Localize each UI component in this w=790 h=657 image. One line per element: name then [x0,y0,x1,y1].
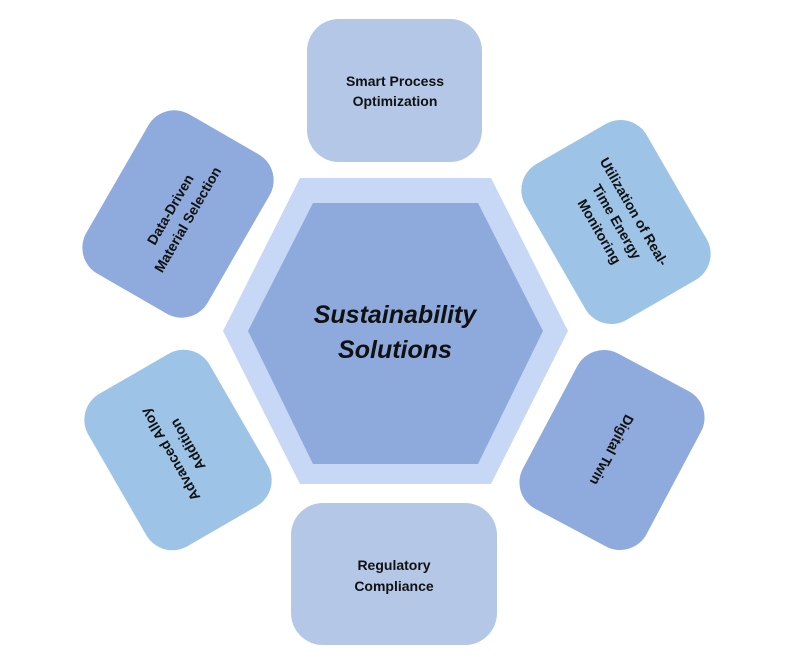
box-advanced-alloy-addition: Advanced Alloy Addition [84,349,272,551]
box-real-time-energy-monitoring: Utilization of Real- Time Energy Monitor… [521,120,711,324]
box-regulatory-compliance-line1: Regulatory [357,557,430,573]
box-smart-process-optimization-shape [307,19,482,162]
center-title-line1: Sustainability [314,301,478,329]
box-data-driven-material-selection-shape [82,110,274,318]
box-regulatory-compliance: Regulatory Compliance [291,503,497,645]
box-digital-twin: Digital Twin [519,350,705,550]
box-smart-process-optimization-line1: Smart Process [346,73,444,89]
center-hexagon-inner [248,203,543,464]
box-data-driven-material-selection: Data-Driven Material Selection [82,110,274,318]
box-smart-process-optimization: Smart Process Optimization [307,19,482,162]
box-advanced-alloy-addition-shape [84,349,272,551]
center-title-line2: Solutions [338,336,452,364]
box-smart-process-optimization-line2: Optimization [353,93,438,109]
box-regulatory-compliance-line2: Compliance [354,578,434,594]
box-real-time-energy-monitoring-shape [521,120,711,324]
box-digital-twin-shape [519,350,705,550]
center-hexagon: Sustainability Solutions [223,178,568,484]
box-regulatory-compliance-shape [291,503,497,645]
